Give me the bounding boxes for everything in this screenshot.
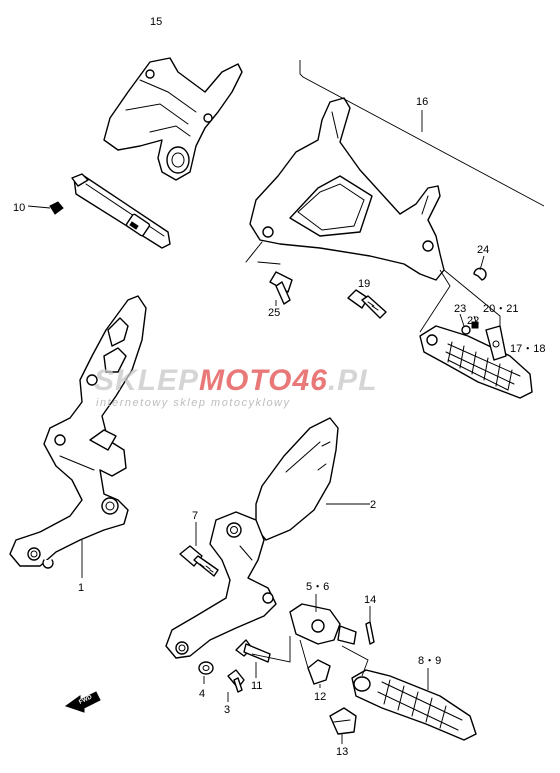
watermark: SKLEPMOTO46.PL internetowy sklep motocyk… xyxy=(94,364,378,409)
part-1-hanger xyxy=(9,295,147,578)
part-22-23-small-parts xyxy=(459,313,479,335)
callout-10: 10 xyxy=(13,202,25,214)
callout-17-18: 17・18 xyxy=(510,343,545,355)
callout-14: 14 xyxy=(364,594,376,606)
watermark-tagline: internetowy sklep motocyklowy xyxy=(96,397,291,409)
callout-20-21: 20・21 xyxy=(483,303,518,315)
watermark-brand-1: SKLEP xyxy=(94,364,199,397)
lower-hanger-arm xyxy=(165,511,277,659)
footpeg-grip-lower xyxy=(377,679,463,731)
callout-3: 3 xyxy=(224,704,230,716)
callout-25: 25 xyxy=(268,307,280,319)
part-25-bolt xyxy=(269,271,293,306)
callout-19: 19 xyxy=(358,278,370,290)
callout-labels: 15 16 10 24 19 25 23 20・21 22 17・18 2 7 … xyxy=(13,16,545,758)
part-17-18-footpeg xyxy=(419,269,533,399)
watermark-brand: SKLEPMOTO46.PL xyxy=(94,364,378,397)
forward-arrow-icon: FWD xyxy=(64,691,101,713)
watermark-brand-3: .PL xyxy=(328,364,378,397)
callout-1: 1 xyxy=(78,582,84,594)
callout-16: 16 xyxy=(416,96,428,108)
callout-15: 15 xyxy=(150,16,162,28)
callout-7: 7 xyxy=(192,510,198,522)
part-24-clip xyxy=(473,255,487,281)
callout-24: 24 xyxy=(477,244,489,256)
part-13-detent xyxy=(329,707,357,744)
watermark-brand-2: MOTO46 xyxy=(199,364,328,397)
forward-label: FWD xyxy=(78,694,94,706)
part-16-bracket-line xyxy=(299,60,545,207)
part-14-pin xyxy=(365,606,375,645)
assembly-lines xyxy=(251,636,369,677)
part-11-bolt xyxy=(235,639,271,678)
part-8-9-footpeg xyxy=(351,668,477,741)
part-4-washer xyxy=(198,661,214,684)
part-19-bolt xyxy=(347,289,387,319)
part-7-bolt xyxy=(179,522,219,577)
footpeg-grip xyxy=(445,341,521,391)
callout-23: 23 xyxy=(454,303,466,315)
callout-13: 13 xyxy=(336,746,348,758)
part-3-bolt xyxy=(227,669,245,702)
part-16-bracket xyxy=(245,97,445,281)
part-2-heel-plate xyxy=(255,417,370,541)
callout-11: 11 xyxy=(251,680,262,692)
part-10-rod xyxy=(27,173,171,249)
part-12-spring xyxy=(307,659,331,688)
part-15-bracket xyxy=(103,57,243,181)
callout-2: 2 xyxy=(370,499,376,511)
callout-5-6: 5・6 xyxy=(306,581,329,593)
callout-22: 22 xyxy=(467,315,479,327)
part-5-6-pivot xyxy=(289,594,357,645)
callout-8-9: 8・9 xyxy=(418,655,441,667)
callout-4: 4 xyxy=(199,688,205,700)
callout-12: 12 xyxy=(314,691,326,703)
